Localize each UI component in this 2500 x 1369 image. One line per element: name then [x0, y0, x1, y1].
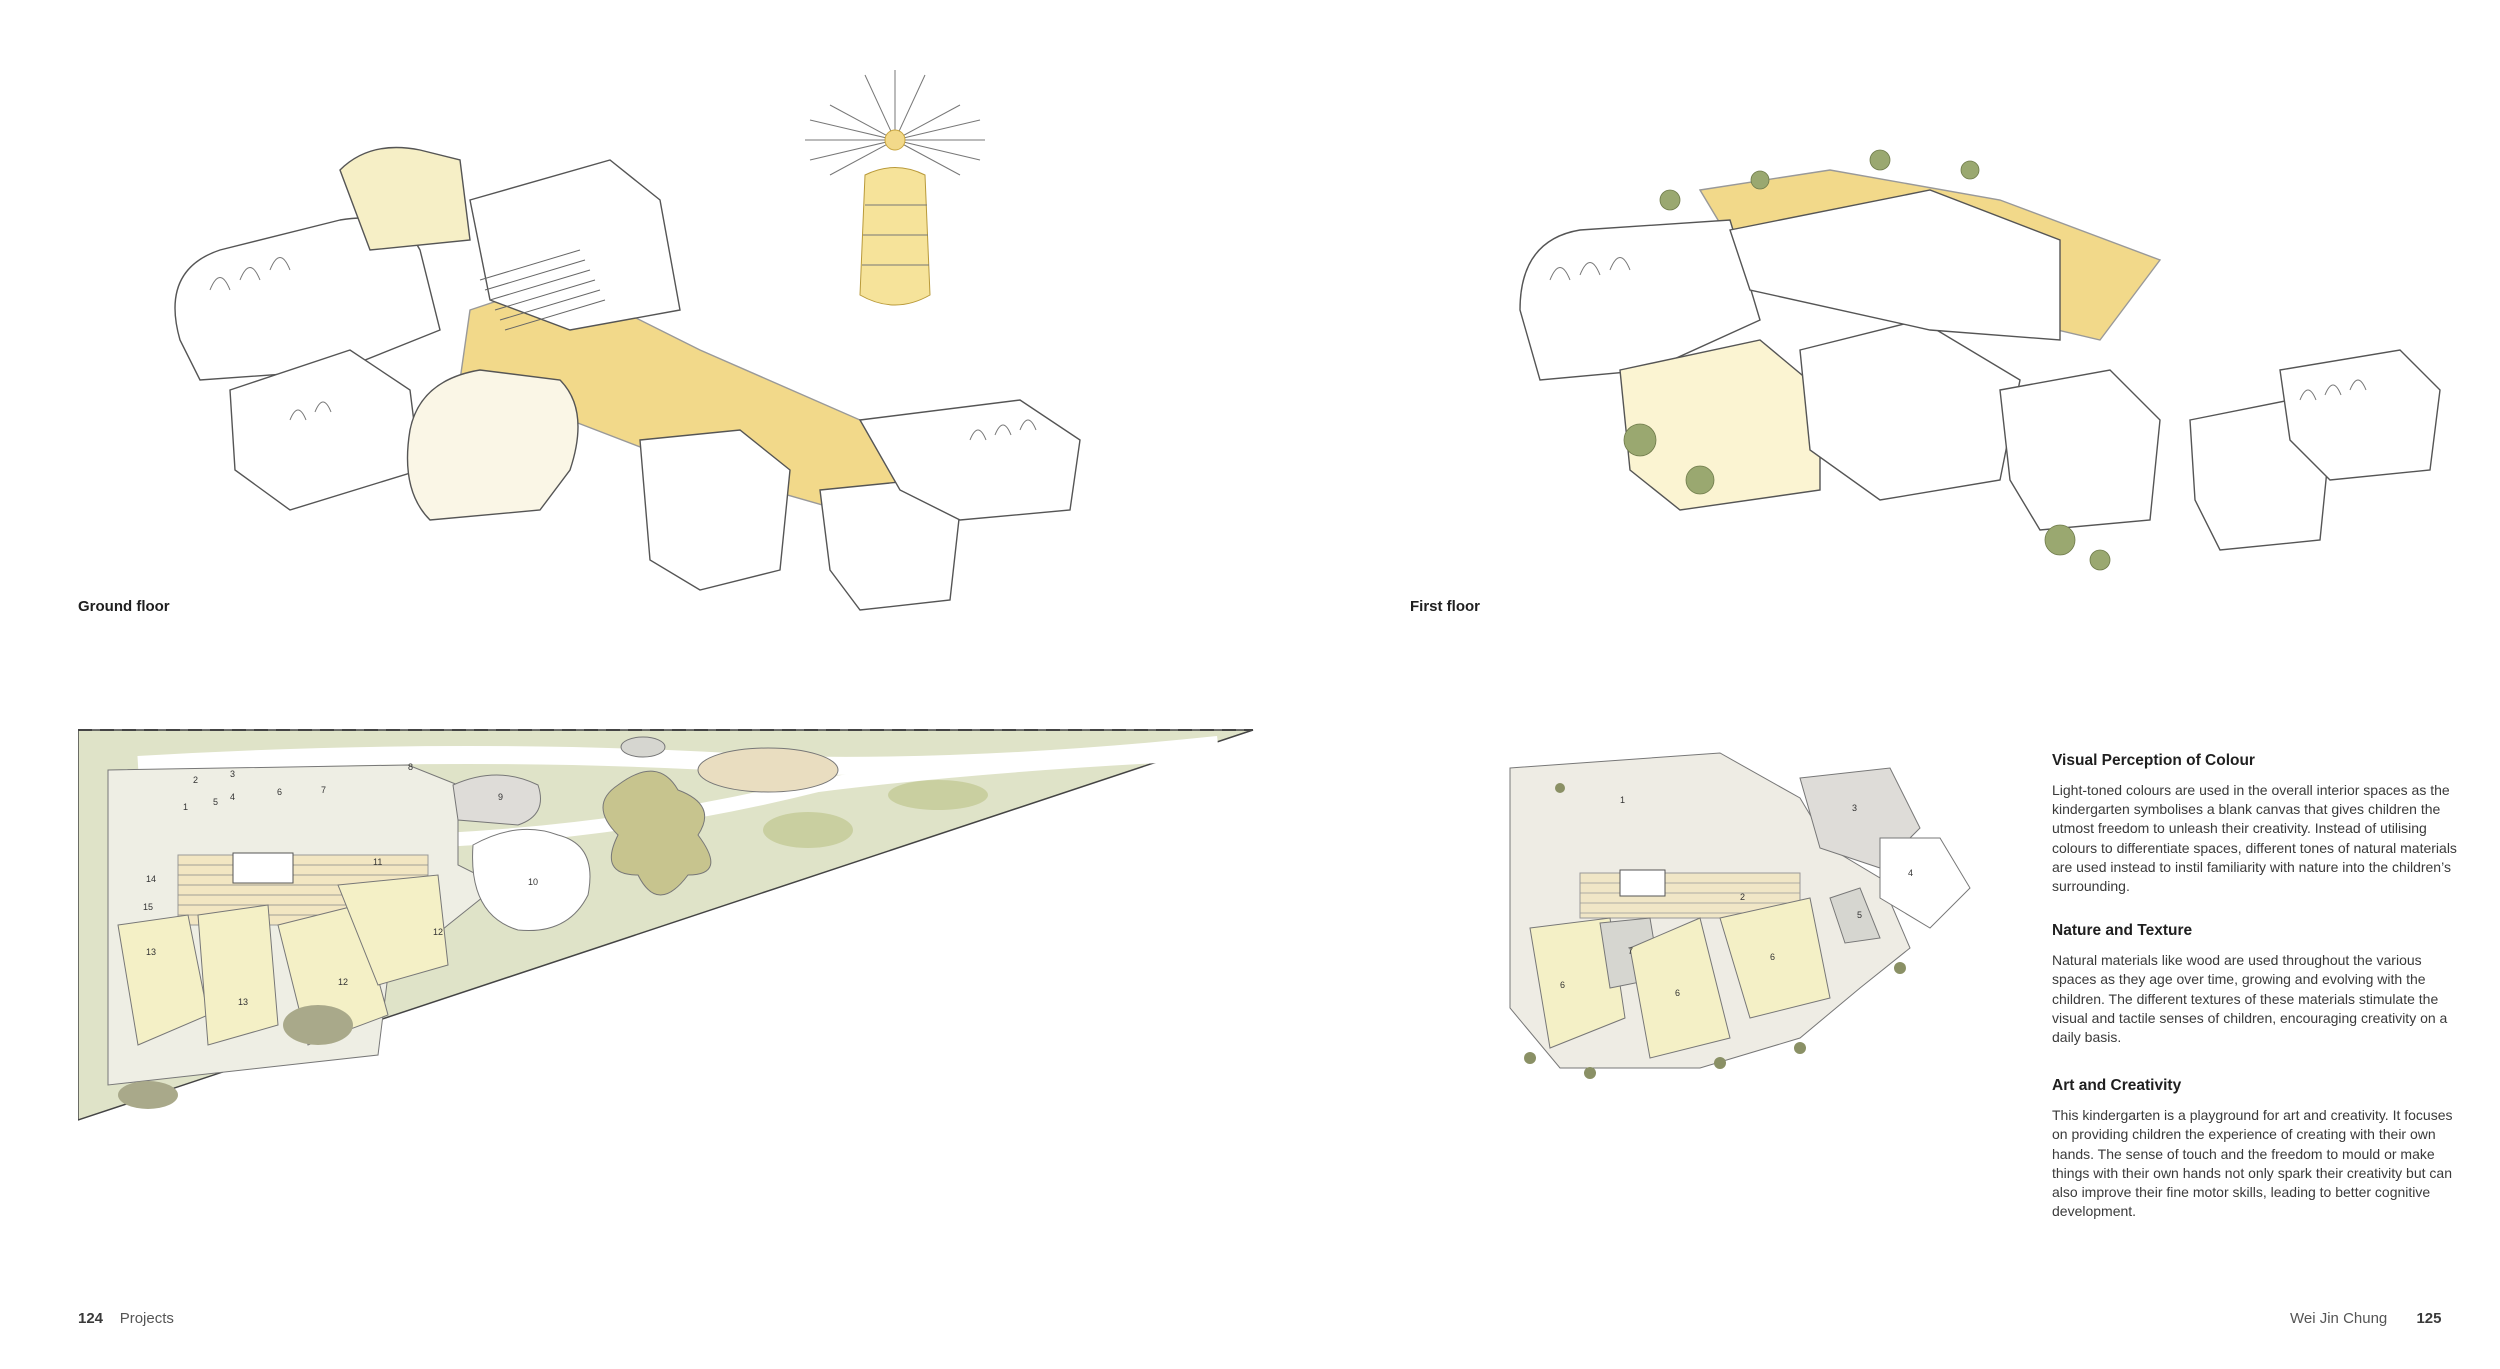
plan-label: 2 [1740, 892, 1745, 902]
first-floor-plan-drawing: 1 2 3 4 5 6 6 6 7 [1500, 748, 1975, 1088]
plan-label: 5 [1857, 910, 1862, 920]
first-floor-caption: First floor [1410, 598, 1480, 615]
section-creativity: Art and Creativity This kindergarten is … [2052, 1077, 2462, 1221]
site-plan-label: 13 [238, 997, 248, 1007]
site-plan-label: 2 [193, 775, 198, 785]
section-body: Natural materials like wood are used thr… [2052, 952, 2448, 1046]
plan-label: 7 [1628, 946, 1633, 956]
site-plan-label: 5 [213, 797, 218, 807]
plan-label: 6 [1675, 988, 1680, 998]
site-plan-label: 10 [528, 877, 538, 887]
section-heading: Visual Perception of Colour [2052, 752, 2255, 769]
sun-tower-sculpture-drawing [795, 65, 995, 315]
plan-label: 6 [1560, 980, 1565, 990]
site-plan-label: 6 [277, 787, 282, 797]
site-plan-label: 12 [338, 977, 348, 987]
site-plan-label: 7 [321, 785, 326, 795]
site-plan-label: 3 [230, 769, 235, 779]
section-body: This kindergarten is a playground for ar… [2052, 1107, 2453, 1220]
section-colour: Visual Perception of Colour Light-toned … [2052, 752, 2462, 896]
plan-label: 3 [1852, 803, 1857, 813]
plan-label: 1 [1620, 795, 1625, 805]
site-plan-label: 1 [183, 802, 188, 812]
author-name: Wei Jin Chung [2290, 1310, 2388, 1327]
right-page-number: 125 [2416, 1310, 2442, 1327]
site-plan-drawing: 2 3 4 6 7 8 9 10 11 12 12 13 13 14 15 1 … [78, 725, 1258, 1123]
left-page-number: 124 [78, 1310, 104, 1327]
left-footer: 124 Projects [78, 1310, 174, 1327]
left-section-name: Projects [119, 1310, 174, 1327]
ground-floor-axonometric-drawing [140, 90, 1100, 650]
section-texture: Nature and Texture Natural materials lik… [2052, 922, 2462, 1047]
site-plan-label: 8 [408, 762, 413, 772]
site-plan-label: 11 [373, 857, 382, 867]
site-plan-label: 4 [230, 792, 235, 802]
plan-label: 4 [1908, 868, 1913, 878]
site-plan-label: 14 [146, 874, 156, 884]
ground-floor-caption: Ground floor [78, 598, 170, 615]
text-column: Visual Perception of Colour Light-toned … [2052, 752, 2462, 1247]
section-heading: Art and Creativity [2052, 1077, 2182, 1095]
site-plan-label: 13 [146, 947, 156, 957]
site-plan-label: 15 [143, 902, 153, 912]
site-plan-label: 12 [433, 927, 443, 937]
site-plan-label: 9 [498, 792, 503, 802]
right-footer: Wei Jin Chung 125 [2290, 1310, 2442, 1327]
first-floor-axonometric-drawing [1500, 120, 2450, 620]
plan-label: 6 [1770, 952, 1775, 962]
section-heading: Nature and Texture [2052, 922, 2193, 940]
section-body: Light-toned colours are used in the over… [2052, 782, 2457, 895]
